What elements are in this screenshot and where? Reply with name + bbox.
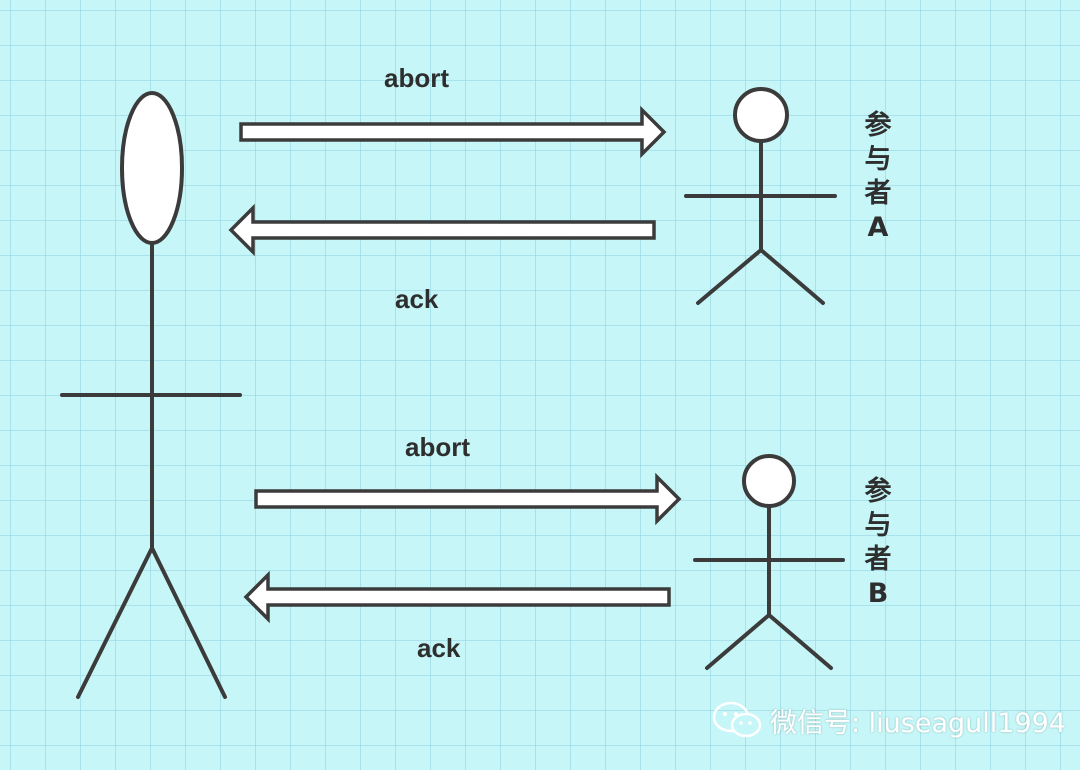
- arrow-abort-a: [239, 105, 667, 159]
- coordinator-right-leg: [150, 546, 227, 699]
- coordinator-figure: [60, 91, 242, 699]
- participant-b-char-2: 与: [864, 510, 892, 541]
- participant-b-head: [742, 454, 796, 508]
- participant-b-char-3: 者: [864, 544, 892, 575]
- participant-a-char-3: 者: [864, 178, 892, 209]
- arrow-ack-b: [243, 570, 671, 624]
- participant-a-char-2: 与: [864, 144, 892, 175]
- abort-label-a: abort: [384, 63, 449, 93]
- participant-b-right-leg: [767, 613, 833, 670]
- ack-label-a: ack: [395, 284, 439, 314]
- participant-a-label: 参 与 者 A: [858, 109, 898, 245]
- coordinator-left-leg: [76, 546, 154, 699]
- participant-a-char-4: A: [867, 212, 889, 243]
- watermark: 微信号: liuseagull1994: [712, 700, 1066, 740]
- abort-label-b: abort: [405, 432, 470, 462]
- participant-b-char-4: B: [867, 578, 889, 609]
- participant-b-left-leg: [705, 613, 771, 670]
- participant-a-figure: [684, 87, 837, 305]
- arrow-abort-b: [254, 472, 682, 526]
- arrow-ack-a: [228, 203, 656, 257]
- watermark-text: 微信号: liuseagull1994: [770, 707, 1066, 739]
- participant-a-char-1: 参: [864, 110, 892, 141]
- participant-a-head: [733, 87, 789, 143]
- participant-b-figure: [693, 454, 845, 670]
- participant-b-label: 参 与 者 B: [858, 475, 898, 611]
- coordinator-head: [120, 91, 184, 245]
- ack-label-b: ack: [417, 633, 461, 663]
- participant-b-char-1: 参: [864, 476, 892, 507]
- wechat-icon: [712, 701, 762, 738]
- participant-a-right-leg: [759, 248, 825, 305]
- participant-a-left-leg: [696, 248, 763, 305]
